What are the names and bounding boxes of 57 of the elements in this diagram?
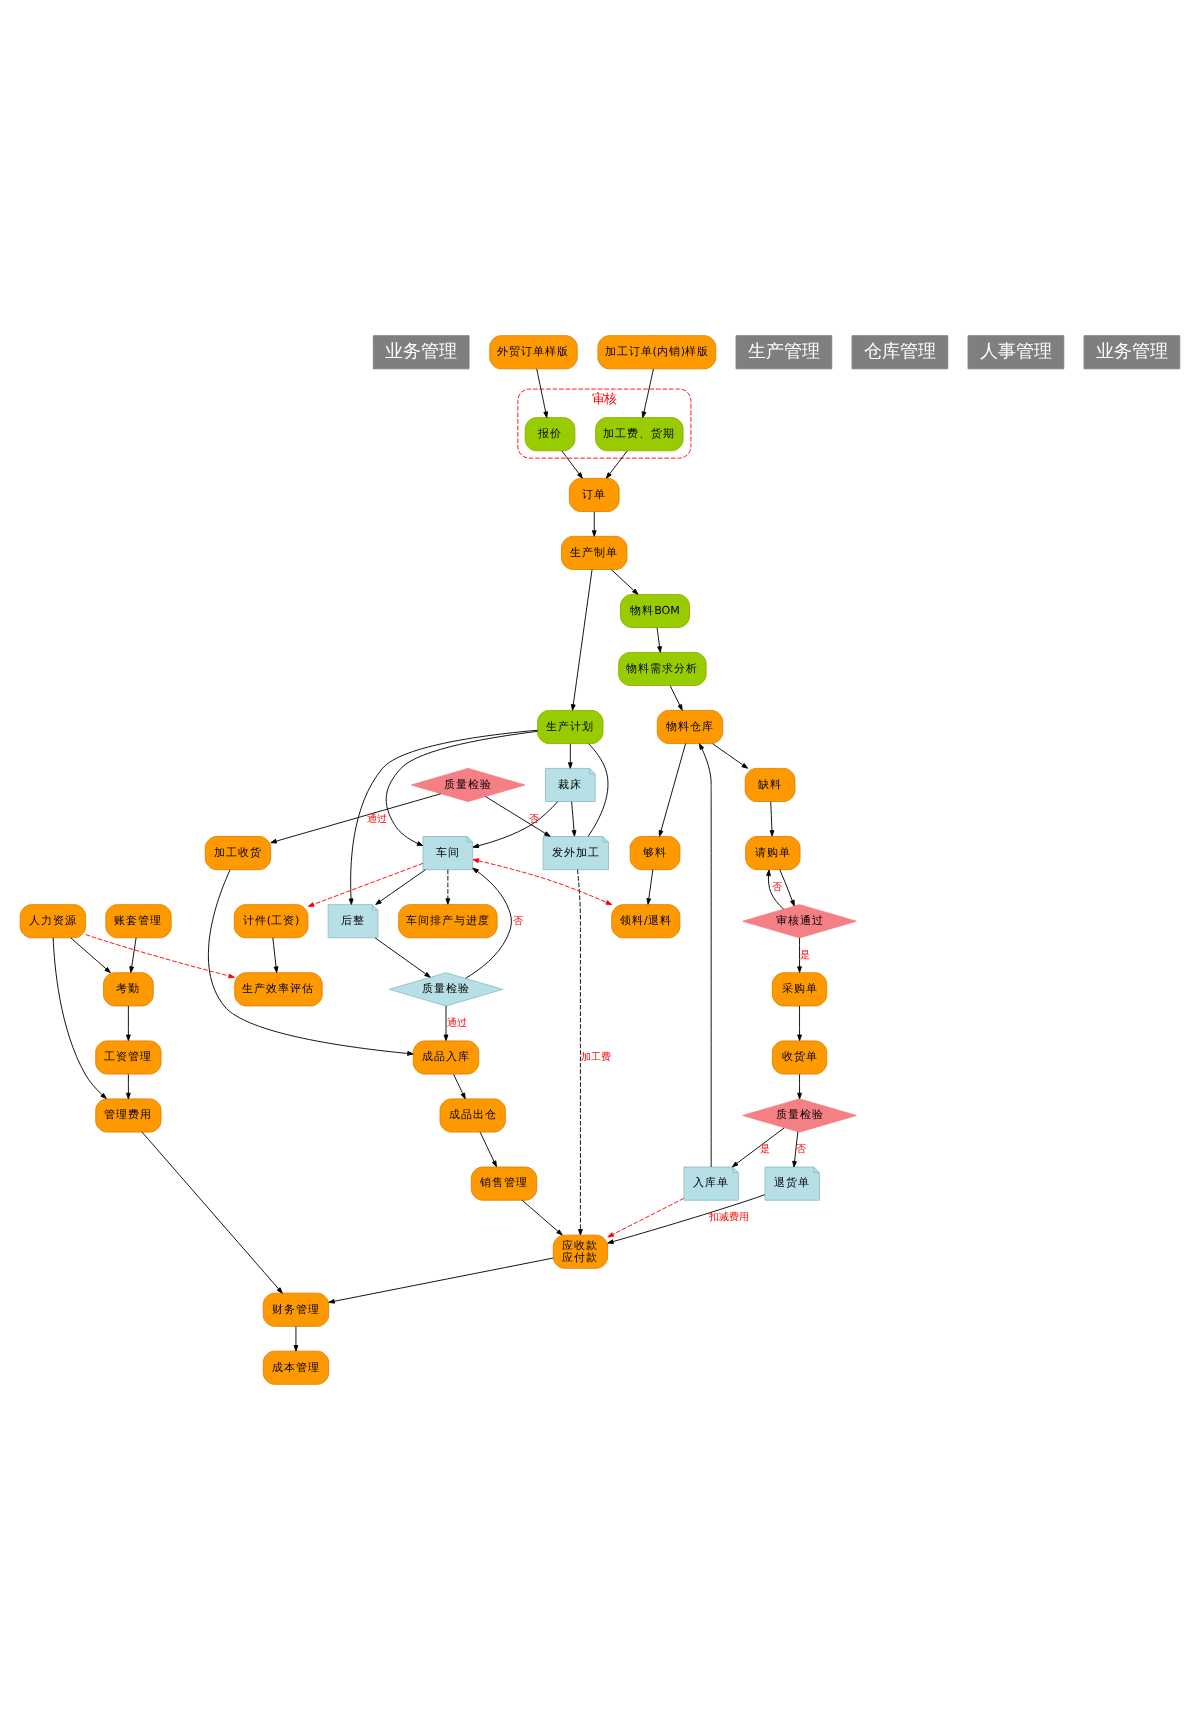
arrow (792, 1130, 799, 1167)
arrow (607, 1196, 685, 1237)
arrow (129, 936, 137, 972)
arrow (656, 626, 662, 652)
arrow (567, 742, 573, 768)
node-box: 人事管理 (967, 334, 1065, 369)
arrow (208, 868, 414, 1055)
arrow (270, 792, 442, 843)
arrow (472, 857, 613, 905)
arrow (570, 568, 593, 710)
arrow (374, 936, 431, 977)
arrow (443, 1004, 449, 1040)
arrow (797, 1004, 802, 1040)
node-box: 业务管理 (1083, 334, 1181, 369)
arrow (669, 684, 683, 710)
arrow (126, 1072, 131, 1099)
arrow (141, 1130, 283, 1293)
arrow (699, 742, 712, 1167)
arrow (348, 728, 539, 904)
arrow (607, 1193, 766, 1243)
arrow (453, 1072, 466, 1099)
arrow (797, 1072, 802, 1099)
arrow (445, 868, 451, 904)
arrow (536, 367, 548, 417)
arrow (591, 510, 597, 536)
arrow (465, 866, 512, 978)
arrow (769, 800, 775, 836)
arrow (126, 1004, 131, 1040)
arrow (293, 1325, 299, 1351)
node-box: 业务管理 (372, 334, 470, 369)
arrow (611, 568, 639, 594)
arrow (307, 861, 424, 906)
arrow (52, 936, 107, 1098)
arrow (272, 936, 279, 972)
arrow (731, 1126, 785, 1167)
arrow (658, 742, 687, 836)
arrow (571, 800, 577, 836)
arrow (646, 868, 654, 904)
arrow (797, 936, 802, 972)
arrow (479, 1130, 497, 1167)
node-box: 仓库管理 (851, 334, 949, 369)
connector (587, 742, 609, 836)
arrow (766, 868, 785, 909)
arrow (641, 367, 654, 417)
arrow (712, 742, 749, 768)
arrow (85, 933, 235, 978)
node-box: 生产管理 (735, 334, 833, 369)
arrow (521, 1198, 563, 1235)
arrow (577, 868, 583, 1235)
arrow (779, 868, 795, 906)
arrow (472, 800, 559, 848)
arrow (70, 936, 111, 973)
arrow (328, 1256, 554, 1303)
arrow (561, 449, 583, 478)
arrow (375, 868, 426, 904)
arrow (605, 449, 628, 478)
arrow (484, 795, 551, 836)
